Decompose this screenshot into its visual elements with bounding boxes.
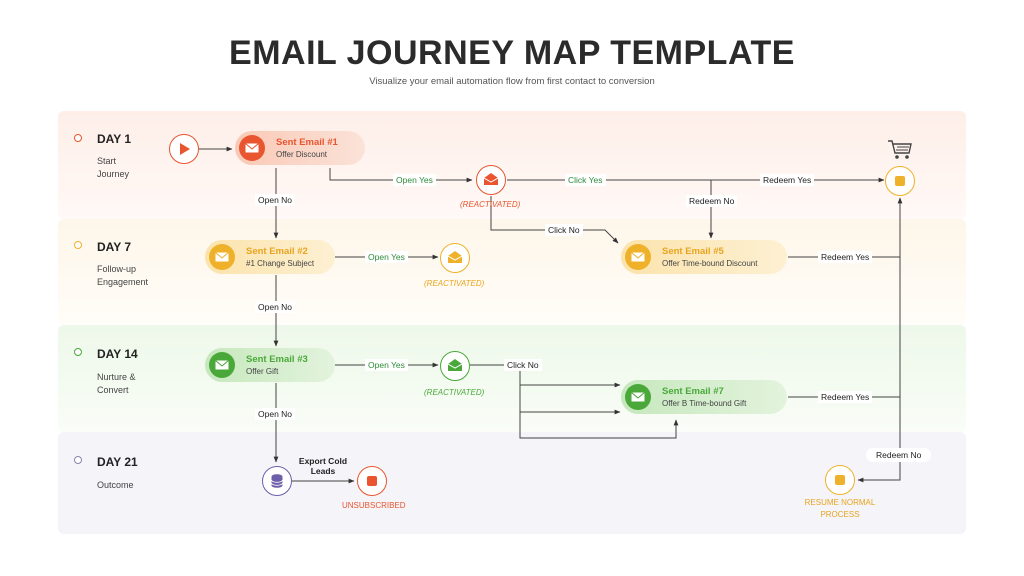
edge-click-yes: Click Yes xyxy=(565,174,606,186)
edge-open-yes-3: Open Yes xyxy=(365,359,408,371)
reactivated-label-3: (REACTIVATED) xyxy=(424,388,485,397)
unsubscribed-label: UNSUBSCRIBED xyxy=(342,501,406,510)
edge-redeem-no-1: Redeem No xyxy=(686,195,738,207)
day1-name: DAY 1 xyxy=(97,132,132,146)
edge-redeem-yes-3: Redeem Yes xyxy=(818,391,873,403)
page-subtitle: Visualize your email automation flow fro… xyxy=(369,76,655,87)
email-3-sub: Offer Gift xyxy=(246,367,279,376)
day14-name: DAY 14 xyxy=(97,347,138,361)
envelope-icon xyxy=(209,352,235,378)
email-5-title: Sent Email #5 xyxy=(662,246,724,257)
reactivated-node-3 xyxy=(440,351,470,381)
start-node xyxy=(169,134,199,164)
edge-open-yes-1: Open Yes xyxy=(393,174,436,186)
reactivated-label-2: (REACTIVATED) xyxy=(424,279,485,288)
day21-band xyxy=(58,432,966,534)
envelope-icon xyxy=(209,244,235,270)
email-7-title: Sent Email #7 xyxy=(662,386,724,397)
day1-desc: Start Journey xyxy=(97,156,130,179)
day21-marker xyxy=(74,456,82,464)
database-icon xyxy=(271,474,283,488)
envelope-icon xyxy=(625,384,651,410)
envelope-icon xyxy=(625,244,651,270)
email-1-node: Sent Email #1 Offer Discount xyxy=(235,131,365,165)
email-5-node: Sent Email #5 Offer Time-bound Discount xyxy=(621,240,787,274)
resume-label: RESUME NORMAL PROCESS xyxy=(804,498,876,519)
email-5-sub: Offer Time-bound Discount xyxy=(662,259,758,268)
export-label: Export Cold Leads xyxy=(298,456,348,476)
day1-marker xyxy=(74,134,82,142)
open-envelope-icon xyxy=(484,173,498,185)
edge-redeem-yes-1: Redeem Yes xyxy=(760,174,815,186)
day7-name: DAY 7 xyxy=(97,240,132,254)
reactivated-node-2 xyxy=(440,243,470,273)
email-2-sub: #1 Change Subject xyxy=(246,259,315,268)
open-envelope-icon xyxy=(448,359,462,371)
email-3-node: Sent Email #3 Offer Gift xyxy=(205,348,335,382)
day21-desc: Outcome xyxy=(97,480,134,490)
envelope-icon xyxy=(239,135,265,161)
unsubscribed-node xyxy=(357,466,387,496)
day14-desc: Nurture & Convert xyxy=(97,372,136,395)
edge-open-yes-2: Open Yes xyxy=(365,251,408,263)
edge-open-no-1: Open No xyxy=(255,194,296,206)
stop-icon xyxy=(895,176,905,186)
edge-click-no-2: Click No xyxy=(504,359,542,371)
stop-icon xyxy=(367,476,377,486)
cart-icon xyxy=(888,140,912,159)
open-envelope-icon xyxy=(448,251,462,263)
email-7-sub: Offer B Time-bound Gift xyxy=(662,399,747,408)
edge-open-no-3: Open No xyxy=(255,408,296,420)
edge-open-no-2: Open No xyxy=(255,301,296,313)
stop-icon xyxy=(835,475,845,485)
email-2-title: Sent Email #2 xyxy=(246,246,308,257)
day1-band xyxy=(58,111,966,219)
goal-node xyxy=(885,166,915,196)
reactivated-label-1: (REACTIVATED) xyxy=(460,200,521,209)
resume-node xyxy=(825,465,855,495)
email-7-node: Sent Email #7 Offer B Time-bound Gift xyxy=(621,380,787,414)
edge-redeem-yes-2: Redeem Yes xyxy=(818,251,873,263)
edge-redeem-no-2: Redeem No xyxy=(866,448,932,462)
email-3-title: Sent Email #3 xyxy=(246,354,308,365)
page-title: EMAIL JOURNEY MAP TEMPLATE xyxy=(229,34,795,72)
export-node xyxy=(262,466,292,496)
email-1-sub: Offer Discount xyxy=(276,150,327,159)
day7-band xyxy=(58,219,966,325)
day7-desc: Follow-up Engagement xyxy=(97,264,149,287)
reactivated-node-1 xyxy=(476,165,506,195)
edge-click-no-1: Click No xyxy=(545,224,583,236)
day7-marker xyxy=(74,241,82,249)
email-2-node: Sent Email #2 #1 Change Subject xyxy=(205,240,335,274)
play-icon xyxy=(180,143,190,155)
day21-name: DAY 21 xyxy=(97,455,138,469)
day14-band xyxy=(58,325,966,432)
day14-marker xyxy=(74,348,82,356)
email-1-title: Sent Email #1 xyxy=(276,137,338,148)
